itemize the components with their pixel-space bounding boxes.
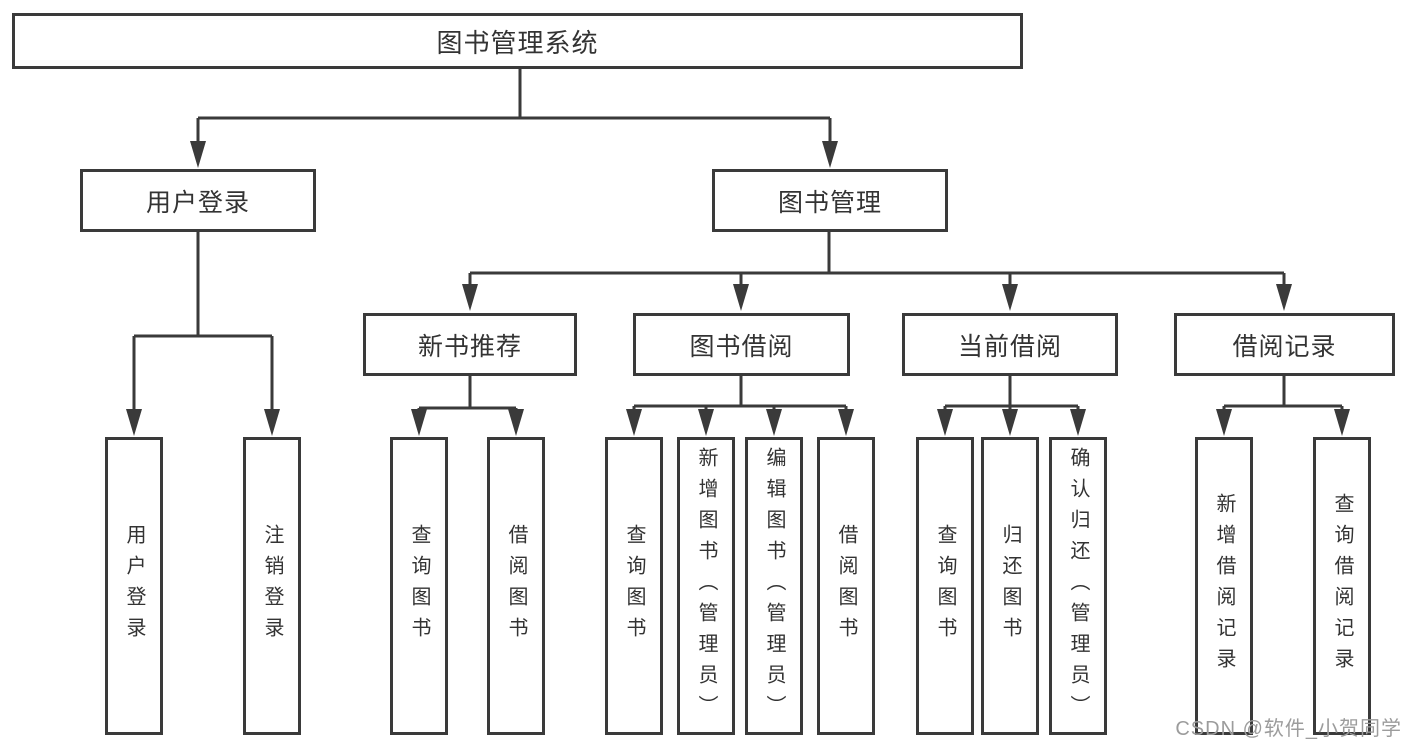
- node-leaf-add-book-admin: 新增图书（管理员）: [677, 437, 735, 735]
- connector-borrowing-records-children: [1222, 376, 1344, 413]
- node-book-management: 图书管理: [712, 169, 948, 232]
- node-leaf-return-books: 归还图书: [981, 437, 1039, 735]
- arrowheads: [126, 141, 1350, 436]
- node-borrowing-records: 借阅记录: [1174, 313, 1395, 376]
- node-new-book-recommend: 新书推荐: [363, 313, 577, 376]
- node-leaf-query-books-current: 查询图书: [916, 437, 974, 735]
- connector-new-book-recommend-children: [417, 376, 518, 413]
- node-user-login: 用户登录: [80, 169, 316, 232]
- node-leaf-logout: 注销登录: [243, 437, 301, 735]
- node-current-borrowing: 当前借阅: [902, 313, 1118, 376]
- connector-user-login-children: [132, 232, 274, 414]
- node-leaf-borrow-books-recommend: 借阅图书: [487, 437, 545, 735]
- csdn-watermark: CSDN @软件_小贺同学: [1175, 718, 1402, 740]
- connector-book-borrowing-children: [632, 376, 848, 413]
- node-leaf-confirm-return-admin: 确认归还（管理员）: [1049, 437, 1107, 735]
- node-leaf-borrow-books-borrowing: 借阅图书: [817, 437, 875, 735]
- connector-book-management-children: [468, 232, 1286, 289]
- node-leaf-add-borrow-record: 新增借阅记录: [1195, 437, 1253, 735]
- connector-current-borrowing-children: [943, 376, 1080, 413]
- node-leaf-edit-book-admin: 编辑图书（管理员）: [745, 437, 803, 735]
- node-leaf-query-books-recommend: 查询图书: [390, 437, 448, 735]
- connector-root-to-level2: [196, 69, 832, 146]
- node-leaf-query-borrow-record: 查询借阅记录: [1313, 437, 1371, 735]
- node-library-management-system: 图书管理系统: [12, 13, 1023, 69]
- node-leaf-user-login: 用户登录: [105, 437, 163, 735]
- node-leaf-query-books-borrowing: 查询图书: [605, 437, 663, 735]
- node-book-borrowing: 图书借阅: [633, 313, 850, 376]
